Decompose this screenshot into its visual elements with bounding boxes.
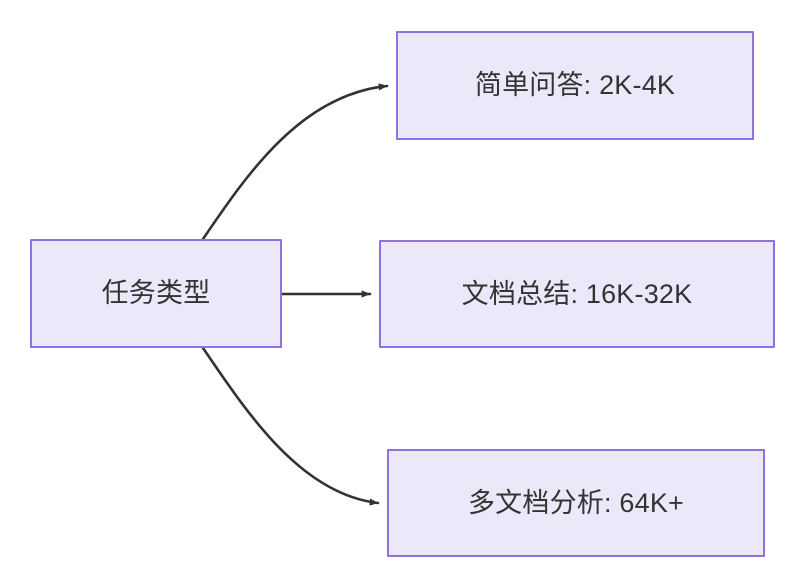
node-doc-summary[interactable]: 文档总结: 16K-32K	[379, 240, 775, 348]
node-simple-qa[interactable]: 简单问答: 2K-4K	[396, 31, 754, 140]
node-task-type[interactable]: 任务类型	[30, 239, 282, 348]
node-label: 多文档分析: 64K+	[467, 487, 684, 518]
edge-source-to-multi-doc	[201, 346, 380, 506]
node-label: 任务类型	[101, 278, 211, 309]
node-label: 简单问答: 2K-4K	[474, 70, 676, 101]
node-label: 文档总结: 16K-32K	[461, 278, 693, 309]
edge-source-to-simple-qa	[201, 83, 389, 241]
node-multi-doc[interactable]: 多文档分析: 64K+	[387, 449, 765, 557]
